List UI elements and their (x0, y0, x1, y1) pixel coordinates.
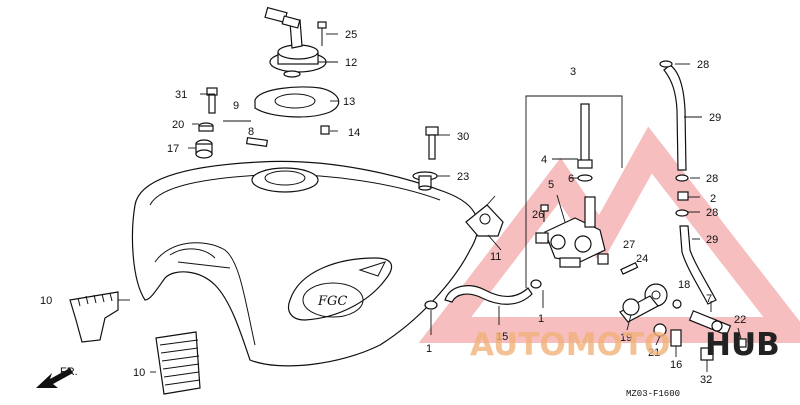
callout-18: 18 (678, 279, 690, 291)
callout-15: 15 (496, 331, 508, 343)
callout-17: 17 (167, 143, 179, 155)
callout-29-low: 29 (706, 234, 718, 246)
callout-28-top: 28 (697, 59, 709, 71)
callout-10-upper: 10 (40, 295, 52, 307)
mounting-hardware-left (195, 87, 268, 159)
callout-16: 16 (670, 359, 682, 371)
fuel-valve-assembly (525, 95, 623, 288)
callout-32: 32 (700, 374, 712, 386)
callout-4: 4 (541, 154, 547, 166)
front-direction-arrow: FR. (36, 366, 78, 388)
callout-9: 9 (233, 100, 239, 112)
callout-1-left: 1 (426, 343, 432, 355)
watermark-wordmark: AUTOMOTO HUB (470, 327, 780, 363)
rubber-pad-upper (69, 291, 119, 343)
tank-emblem-text: FGC (317, 294, 347, 309)
callout-31: 31 (175, 89, 187, 101)
callout-3: 3 (570, 66, 576, 78)
watermark-brand-right: HUB (705, 327, 780, 363)
callout-12: 12 (345, 57, 357, 69)
callout-8: 8 (248, 126, 254, 138)
rubber-pad-lower (155, 331, 201, 395)
valve-mounting-hardware (619, 262, 747, 361)
callout-26: 26 (532, 209, 544, 221)
front-direction-label: FR. (60, 366, 78, 378)
callout-27: 27 (623, 239, 635, 251)
callout-13: 13 (343, 96, 355, 108)
callout-21: 21 (648, 347, 660, 359)
callout-29-top: 29 (709, 112, 721, 124)
callout-leaders (118, 33, 742, 373)
fuel-hose (424, 279, 542, 310)
vent-tubes (659, 60, 717, 305)
fuel-tank: FGC (131, 160, 479, 367)
callout-11: 11 (490, 251, 501, 263)
callout-2: 2 (710, 193, 716, 205)
callout-23: 23 (457, 171, 469, 183)
mounting-hardware-center (412, 126, 504, 237)
callout-1-right: 1 (538, 313, 544, 325)
callout-14: 14 (348, 127, 360, 139)
callout-24: 24 (636, 253, 648, 265)
callout-20: 20 (172, 119, 184, 131)
diagram-code: MZ03-F1600 (626, 389, 680, 399)
watermark-brand-left: AUTOMOTO (470, 327, 670, 363)
callout-5: 5 (548, 179, 554, 191)
callout-10-lower: 10 (133, 367, 145, 379)
callout-19: 19 (620, 332, 632, 344)
callout-22: 22 (734, 314, 746, 326)
callout-numbers: 25 12 13 14 31 9 20 8 17 30 23 26 11 1 1… (40, 29, 746, 386)
callout-28-mid: 28 (706, 173, 718, 185)
callout-30: 30 (457, 131, 469, 143)
callout-6: 6 (568, 173, 574, 185)
tank-cover-13 (254, 86, 340, 135)
callout-25: 25 (345, 29, 357, 41)
fuel-cap-assembly (264, 6, 327, 78)
callout-28-low: 28 (706, 207, 718, 219)
callout-7: 7 (706, 293, 712, 305)
